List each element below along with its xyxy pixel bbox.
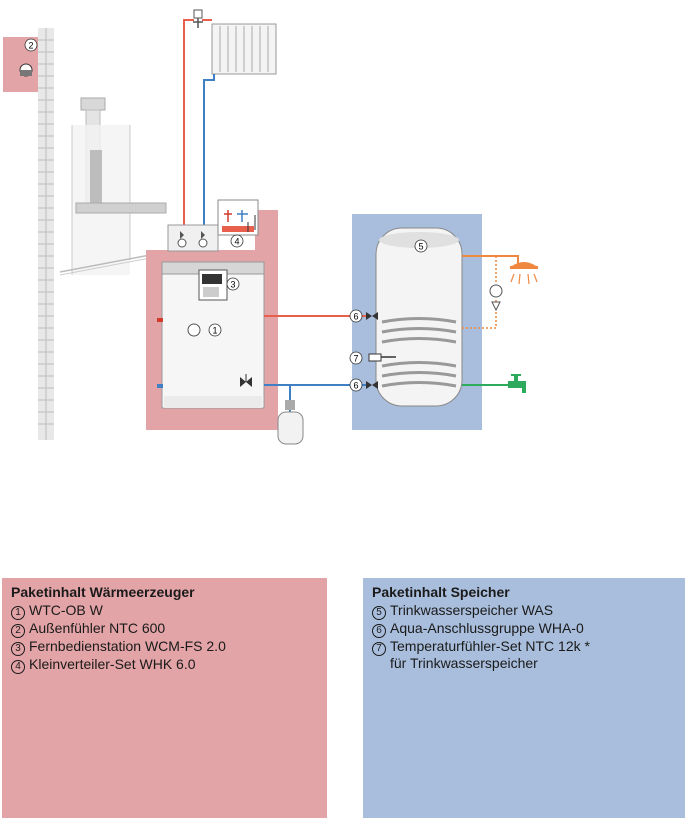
item-number: 1 (11, 606, 25, 620)
marker-6a-label: 6 (353, 312, 358, 322)
marker-3-label: 3 (230, 280, 235, 290)
temperature-sensor: 7 (349, 351, 396, 365)
outdoor-sensor-icon (20, 70, 32, 76)
item-number: 7 (372, 642, 386, 656)
hot-water-pipe (462, 255, 519, 266)
list-item: 7 Temperaturfühler-Set NTC 12k * für Trin… (372, 638, 676, 671)
distributor-icon (167, 224, 219, 252)
marker-1 (208, 323, 222, 337)
list-item: 5 Trinkwasserspeicher WAS (372, 602, 676, 620)
list-item: 4 Kleinverteiler-Set WHK 6.0 (11, 656, 318, 674)
item-text: Trinkwasserspeicher WAS (390, 602, 554, 618)
list-item: 6 Aqua-Anschlussgruppe WHA-0 (372, 620, 676, 638)
list-item: 3 Fernbedienstation WCM-FS 2.0 (11, 638, 318, 656)
control-panel-icon: 3 (198, 269, 240, 301)
marker-1-label: 1 (212, 326, 217, 336)
item-text: Fernbedienstation WCM-FS 2.0 (29, 638, 226, 654)
expansion-vessel-icon (277, 400, 304, 445)
generator-package-list: 1 WTC-OB W 2 Außenfühler NTC 600 3 Fernbedi… (11, 602, 318, 674)
shower-icon (510, 262, 538, 285)
marker-3 (226, 277, 240, 291)
item-number: 6 (372, 624, 386, 638)
marker-7-label: 7 (353, 354, 358, 364)
marker-5-label: 5 (418, 242, 423, 252)
item-text: Aqua-Anschlussgruppe WHA-0 (390, 620, 584, 636)
chimney-icon (59, 97, 167, 276)
faucet-icon (508, 374, 526, 393)
item-number: 4 (11, 660, 25, 674)
marker-2-label: 2 (28, 41, 33, 51)
marker-4-label: 4 (234, 237, 239, 247)
storage-package-panel: Paketinhalt Speicher 5 Trinkwasserspeiche… (363, 578, 685, 818)
marker-6b-label: 6 (353, 381, 358, 391)
list-item: 2 Außenfühler NTC 600 (11, 620, 318, 638)
item-text: Temperaturfühler-Set NTC 12k * für Trink… (390, 638, 590, 671)
item-text: WTC-OB W (29, 602, 103, 618)
generator-package-panel: Paketinhalt Wärmeerzeuger 1 WTC-OB W 2 Auß… (2, 578, 327, 818)
item-number: 2 (11, 624, 25, 638)
marker-5 (414, 239, 428, 253)
item-number: 3 (11, 642, 25, 656)
item-text: Kleinverteiler-Set WHK 6.0 (29, 656, 196, 672)
item-number: 5 (372, 606, 386, 620)
heating-system-diagram: 2 (3, 9, 538, 445)
storage-package-list: 5 Trinkwasserspeicher WAS 6 Aqua-Anschluss… (372, 602, 676, 671)
list-item: 1 WTC-OB W (11, 602, 318, 620)
outdoor-sensor: 2 (3, 37, 38, 92)
marker-4 (230, 234, 244, 248)
circulation-pump (489, 284, 503, 312)
flow-pipe (183, 19, 194, 230)
marker-2 (24, 38, 38, 52)
storage-package-title: Paketinhalt Speicher (372, 584, 510, 600)
mixing-unit: 4 (217, 199, 259, 248)
marker-6b (349, 378, 363, 392)
marker-7 (349, 351, 363, 365)
generator-package-title: Paketinhalt Wärmeerzeuger (11, 584, 195, 600)
storage-tank-icon: 5 (375, 227, 463, 407)
marker-6a (349, 309, 363, 323)
item-text: Außenfühler NTC 600 (29, 620, 166, 636)
wall (38, 28, 54, 440)
return-pipe (203, 74, 215, 230)
radiator-icon (193, 9, 277, 75)
